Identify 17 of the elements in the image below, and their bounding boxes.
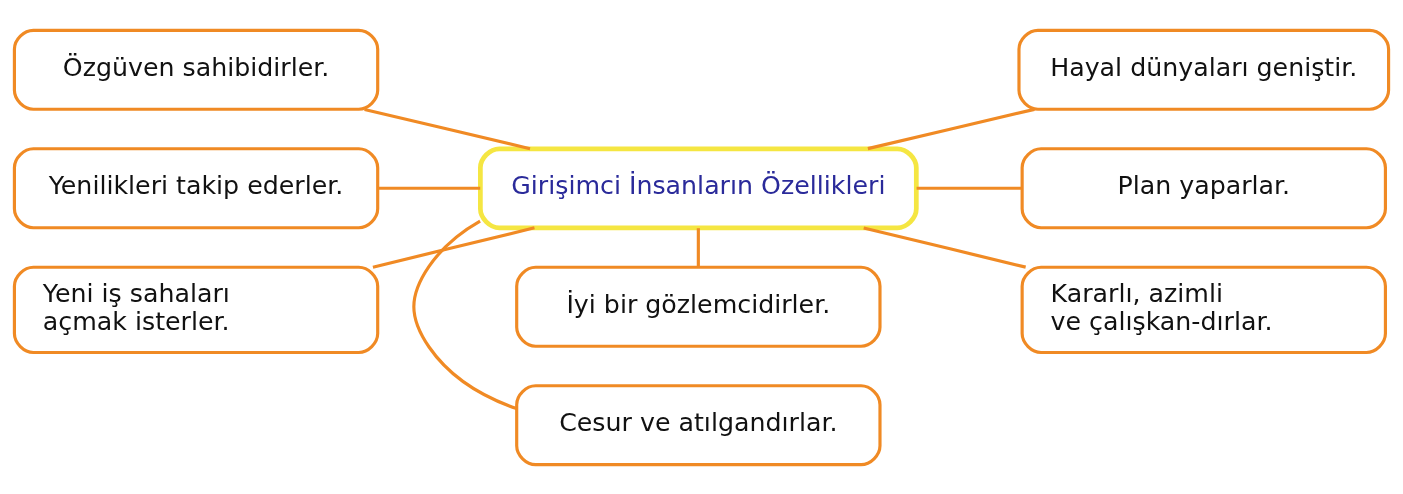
connector — [696, 227, 700, 267]
connector — [377, 186, 481, 190]
connector — [364, 107, 531, 150]
node-box: İyi bir gözlemcidirler. — [515, 265, 882, 348]
node-box: Yenilikleri takip ederler. — [12, 146, 380, 229]
node-box: Plan yaparlar. — [1020, 146, 1387, 229]
node-box: Cesur ve atılgandırlar. — [515, 383, 882, 466]
connector — [372, 225, 535, 269]
connector — [863, 225, 1027, 269]
connector — [916, 186, 1022, 190]
node-box: Hayal dünyaları geniştir. — [1017, 28, 1391, 111]
connector — [867, 107, 1035, 150]
connector — [412, 219, 518, 410]
node-box: Yeni iş sahaları açmak isterler. — [12, 265, 380, 354]
node-box: Kararlı, azimli ve çalışkan-dırlar. — [1020, 265, 1387, 354]
node-box: Girişimci İnsanların Özellikleri — [478, 145, 919, 230]
node-box: Özgüven sahibidirler. — [12, 28, 380, 111]
